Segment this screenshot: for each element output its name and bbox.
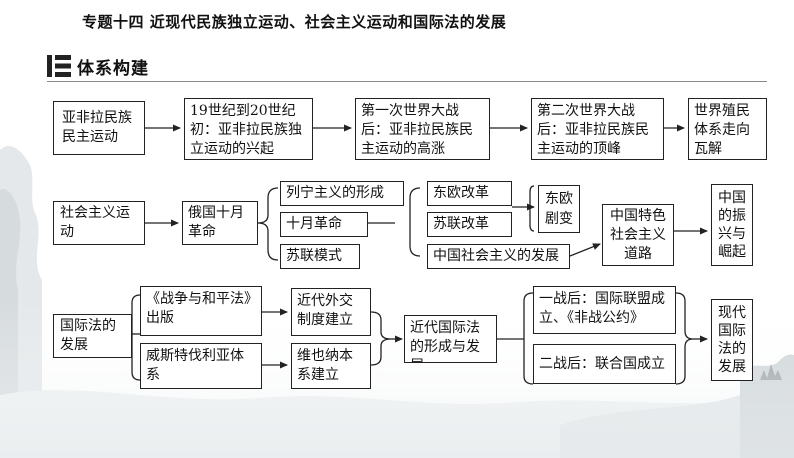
node-label: 苏联改革	[433, 216, 489, 232]
node-post-ww2-un: 二战后：联合国成立	[533, 344, 676, 384]
node-label: 二战后：联合国成立	[539, 355, 665, 372]
node-label: 近代外交制度建立	[297, 293, 353, 328]
bracket-postwar	[523, 292, 534, 385]
node-october-revolution: 俄国十月革命	[182, 201, 258, 245]
node-label: 中国特色社会主义道路	[610, 207, 666, 262]
node-modern-diplomacy: 近代外交制度建立	[291, 288, 371, 336]
node-label: 第一次世界大战后：亚非拉民族民主运动的高涨	[361, 103, 473, 157]
bracket-revolution	[257, 187, 279, 261]
node-modern-international-law: 现代国际法的发展	[711, 299, 753, 381]
node-label: 《战争与和平法》出版	[146, 291, 251, 326]
node-westphalia-system: 威斯特伐利亚体系	[140, 343, 262, 389]
node-socialist-movement: 社会主义运动	[53, 201, 145, 245]
node-label: 一战后：国际联盟成立、《非战公约》	[539, 291, 665, 326]
node-colonial-collapse: 世界殖民体系走向瓦解	[688, 98, 767, 160]
node-eastern-europe-reform: 东欧改革	[427, 181, 512, 206]
bracket-drastic-change	[529, 185, 535, 232]
node-eastern-europe-change: 东欧剧变	[538, 185, 580, 233]
section-heading: 体系构建	[47, 54, 149, 79]
node-label: 现代国际法的发展	[718, 305, 746, 375]
node-soviet-model: 苏联模式	[280, 244, 360, 269]
node-label: 俄国十月革命	[188, 205, 244, 240]
bracket-to-formation	[370, 311, 392, 366]
node-rise-19-20c: 19世纪到20世纪初：亚非拉民族独立运动的兴起	[184, 98, 313, 160]
page-title: 专题十四 近现代民族独立运动、社会主义运动和国际法的发展	[82, 13, 507, 31]
node-october-revolution-branch: 十月革命	[280, 212, 368, 237]
node-post-ww1-league: 一战后：国际联盟成立、《非战公约》	[533, 286, 676, 334]
node-label: 列宁主义的形成	[286, 185, 384, 201]
node-modern-international-law-formation: 近代国际法的形成与发展	[404, 315, 497, 363]
node-after-ww1: 第一次世界大战后：亚非拉民族民主运动的高涨	[355, 98, 490, 160]
arrow-to-chinese-road	[569, 243, 601, 257]
node-chinese-socialism-development: 中国社会主义的发展	[427, 244, 570, 269]
node-label: 威斯特伐利亚体系	[146, 348, 244, 383]
node-label: 世界殖民体系走向瓦解	[694, 103, 750, 157]
bracket-postwar-right	[675, 292, 694, 385]
node-label: 社会主义运动	[60, 205, 130, 240]
node-label: 第二次世界大战后：亚非拉民族民主运动的顶峰	[537, 103, 649, 157]
node-label: 19世纪到20世纪初：亚非拉民族独立运动的兴起	[190, 103, 302, 157]
node-label: 苏联模式	[286, 248, 342, 264]
node-label: 中国社会主义的发展	[433, 248, 559, 264]
node-afro-asian-latin-movement: 亚非拉民族民主运动	[53, 101, 145, 155]
section-divider	[47, 81, 767, 82]
node-after-ww2: 第二次世界大战后：亚非拉民族民主运动的顶峰	[531, 98, 664, 160]
bracket-law-sources	[131, 294, 141, 381]
bracket-reforms	[409, 187, 421, 257]
heading-bars-icon	[47, 55, 71, 77]
node-war-and-peace-book: 《战争与和平法》出版	[140, 286, 262, 336]
node-label: 东欧剧变	[545, 191, 573, 227]
node-label: 维也纳本系建立	[297, 348, 353, 383]
node-soviet-reform: 苏联改革	[427, 212, 512, 237]
node-label: 近代国际法的形成与发展	[410, 320, 480, 362]
section-label: 体系构建	[77, 58, 149, 79]
node-chinese-socialism-road: 中国特色社会主义道路	[602, 204, 674, 266]
node-label: 东欧改革	[433, 185, 489, 201]
node-label: 中国的振兴与崛起	[718, 190, 746, 260]
node-international-law: 国际法的发展	[53, 314, 132, 358]
node-china-rise: 中国的振兴与崛起	[711, 184, 753, 266]
node-label: 国际法的发展	[60, 318, 116, 353]
node-vienna-system: 维也纳本系建立	[291, 343, 371, 389]
node-label: 亚非拉民族民主运动	[62, 110, 132, 145]
node-label: 十月革命	[286, 216, 342, 232]
node-leninism: 列宁主义的形成	[280, 181, 404, 206]
